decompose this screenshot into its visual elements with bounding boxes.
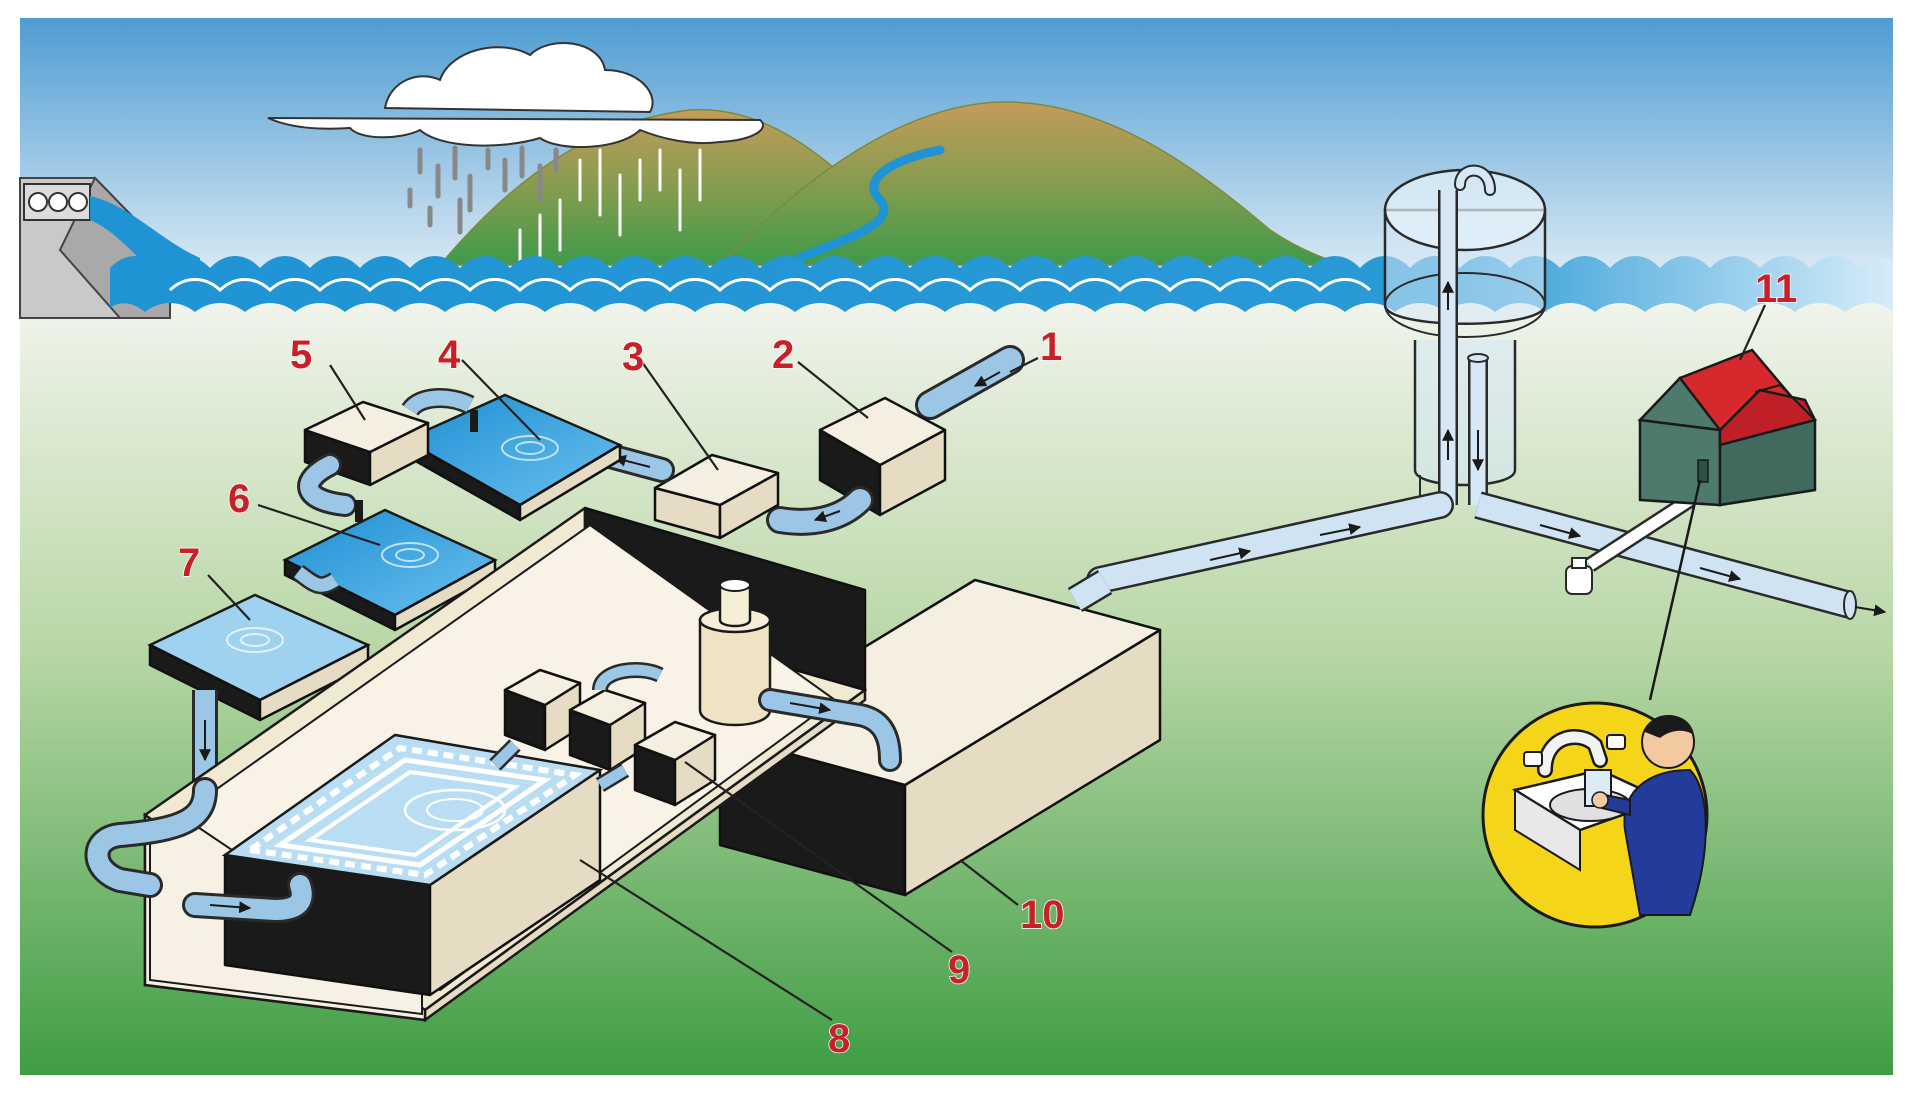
rain-cloud-icon — [267, 42, 764, 264]
disinfection-tank — [221, 733, 604, 997]
label-5: 5 — [290, 333, 312, 377]
water-tower — [1099, 164, 1547, 581]
label-4: 4 — [438, 333, 461, 377]
faucet-inset — [1481, 701, 1709, 929]
label-2: 2 — [772, 333, 794, 377]
label-11: 11 — [1755, 267, 1797, 311]
label-10: 10 — [1020, 893, 1065, 937]
mixing-box — [653, 453, 780, 540]
label-9: 9 — [948, 948, 970, 992]
label-6: 6 — [228, 477, 250, 521]
settling-box — [303, 400, 430, 487]
faucet-icon — [1523, 729, 1626, 778]
pump-box-b — [568, 688, 647, 772]
valve-icon — [1565, 557, 1593, 595]
clear-water-tank — [718, 578, 1162, 897]
distribution-pipes — [1086, 491, 1887, 620]
river — [785, 145, 945, 267]
chlorinator — [698, 578, 772, 727]
intake-pipe — [915, 345, 1025, 420]
label-3: 3 — [622, 335, 644, 379]
person-icon — [1591, 715, 1707, 916]
label-1: 1 — [1040, 325, 1062, 369]
label-7: 7 — [178, 541, 200, 585]
label-8: 8 — [828, 1017, 850, 1061]
